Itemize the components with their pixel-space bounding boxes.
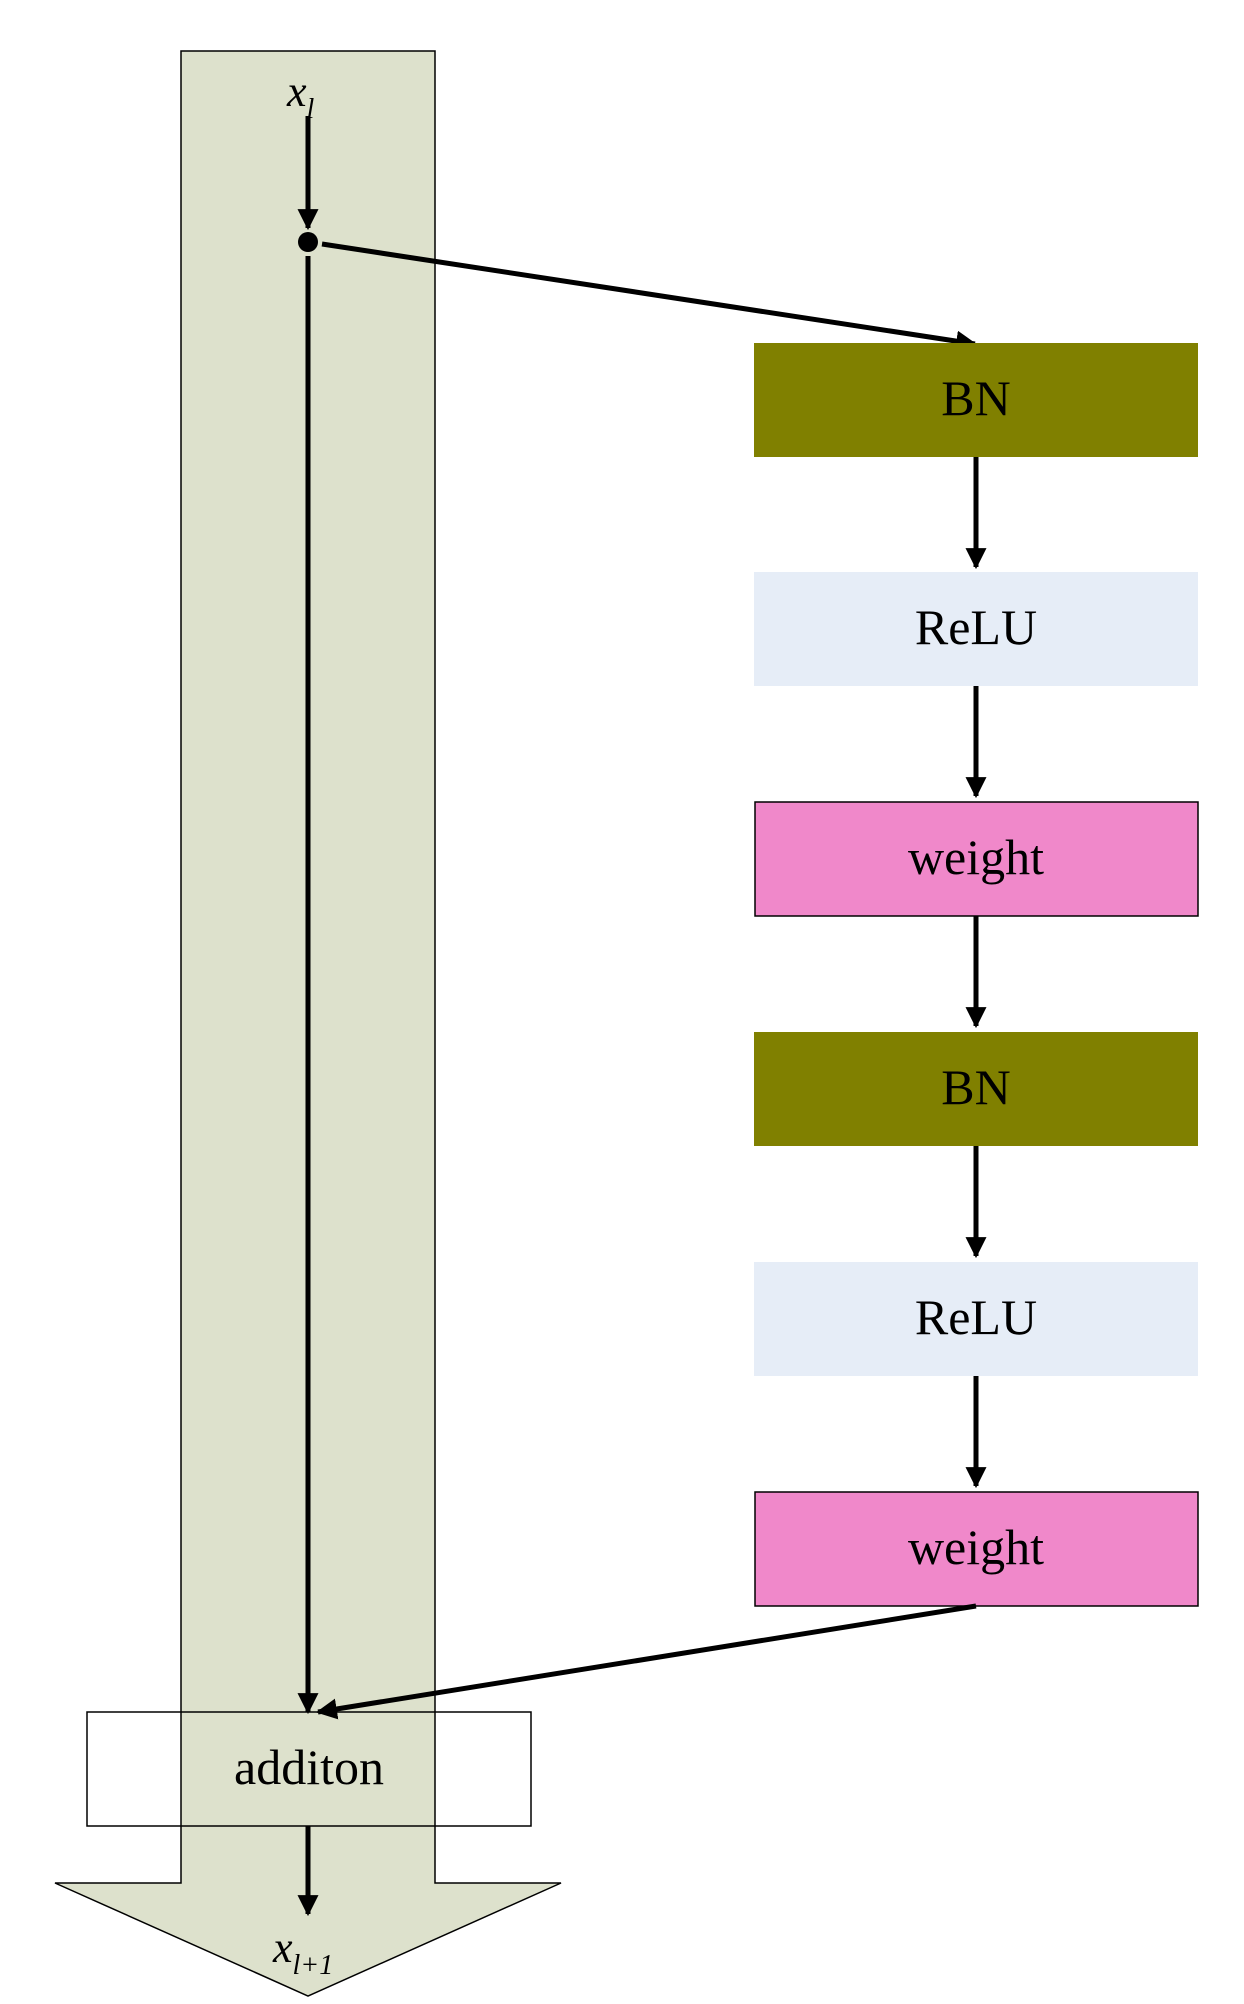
weight-block-1: weight — [754, 801, 1199, 917]
relu-block-1: ReLU — [754, 572, 1198, 686]
output-label: xl+1 — [272, 1923, 333, 1981]
output-subscript: l+1 — [293, 1950, 334, 1981]
bn-block-1-label: BN — [941, 370, 1010, 426]
input-symbol: x — [286, 67, 307, 116]
addition-label: additon — [234, 1739, 384, 1795]
branch-in-arrow — [321, 241, 978, 352]
output-symbol: x — [272, 1923, 293, 1972]
weight-block-2-label: weight — [908, 1519, 1044, 1575]
weight-block-1-label: weight — [908, 829, 1044, 885]
split-node — [298, 232, 318, 252]
bn-block-2: BN — [754, 1032, 1198, 1146]
relu-block-2: ReLU — [754, 1262, 1198, 1376]
input-subscript: l — [307, 94, 315, 125]
input-label: xl — [286, 67, 315, 125]
weight-block-2: weight — [754, 1491, 1199, 1607]
residual-branch: BN ReLU weight BN ReLU weight — [754, 343, 1199, 1607]
addition-node: additon — [86, 1711, 532, 1827]
bn-block-2-label: BN — [941, 1059, 1010, 1115]
bn-block-1: BN — [754, 343, 1198, 457]
relu-block-1-label: ReLU — [915, 599, 1037, 655]
branch-out-arrow — [315, 1603, 977, 1720]
relu-block-2-label: ReLU — [915, 1289, 1037, 1345]
